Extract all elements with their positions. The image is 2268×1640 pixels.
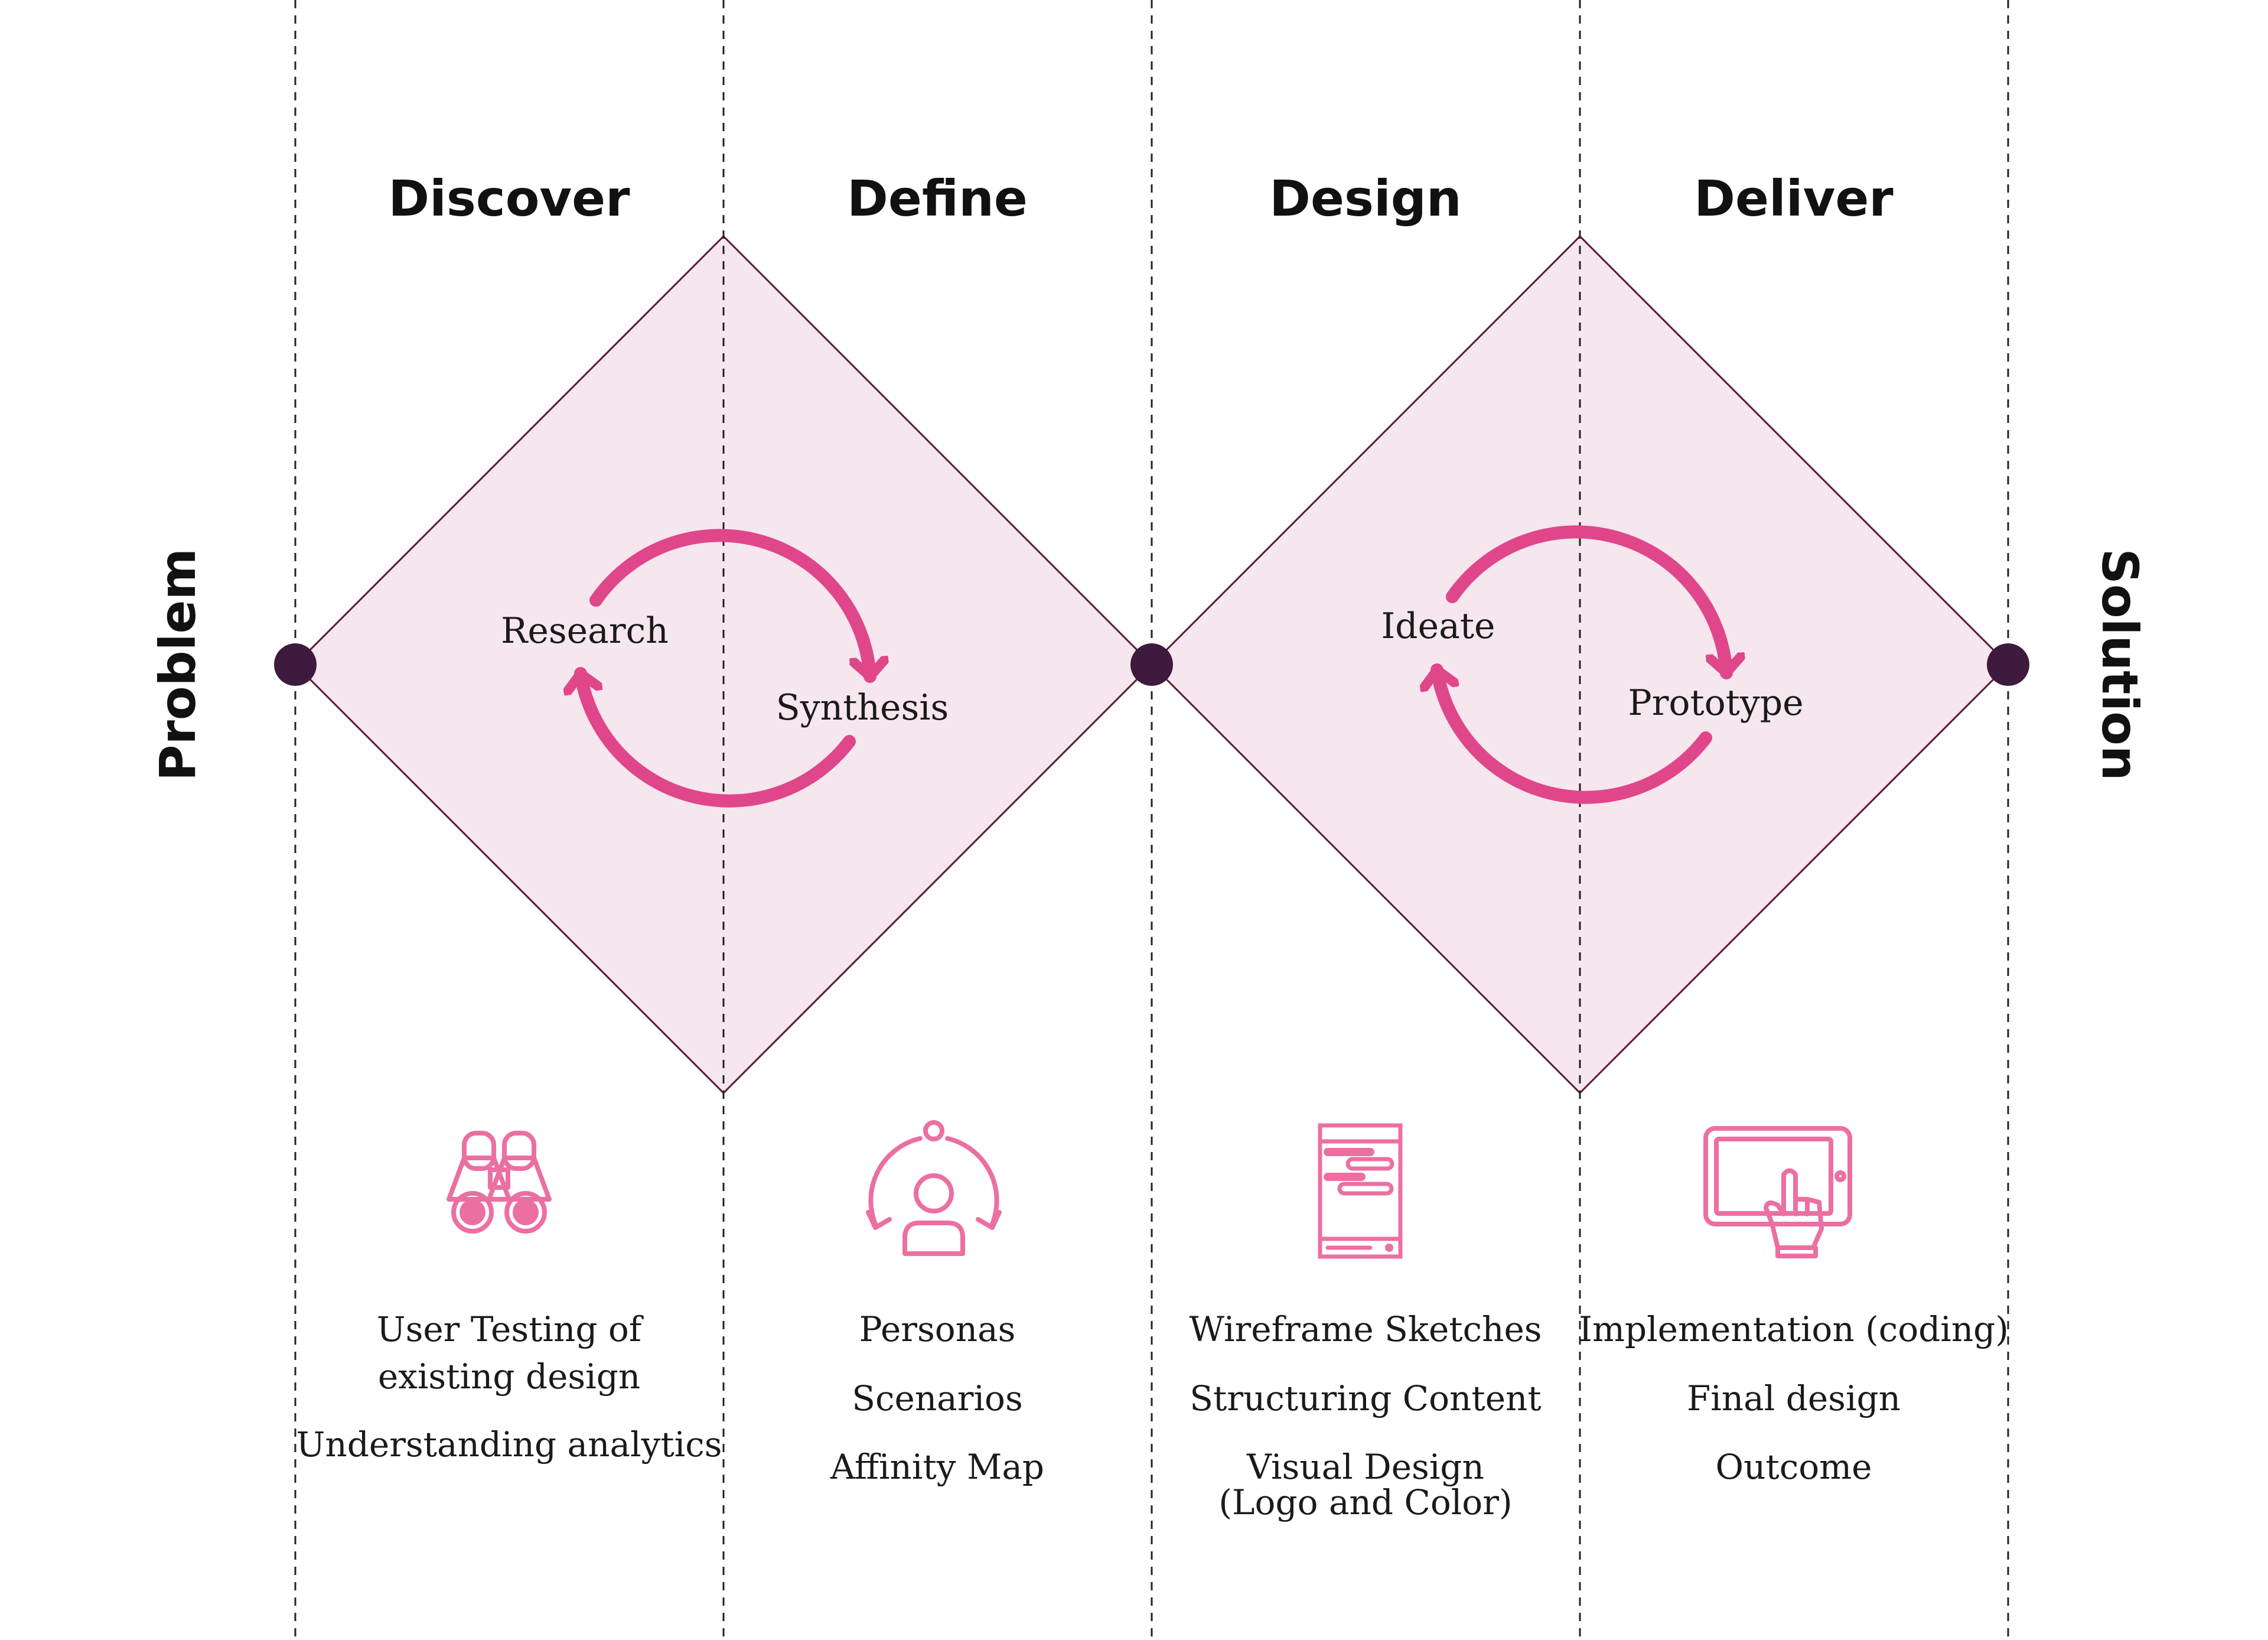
wireframe-icon [1318,1123,1403,1259]
persona-cycle-icon [866,1120,1002,1256]
activity-item: Scenarios [852,1378,1022,1418]
activity-item: Structuring Content [1190,1378,1541,1418]
activity-item: Affinity Map [830,1447,1044,1487]
loop-label-prototype: Prototype [1628,682,1803,724]
binoculars-icon [447,1131,552,1234]
phase-heading-define: Define [847,170,1028,227]
phase-heading-discover: Discover [388,170,630,227]
loop-label-research: Research [501,610,669,652]
activity-item: Implementation (coding) [1579,1309,2009,1349]
tablet-touch-icon [1703,1126,1852,1258]
activity-item: Final design [1687,1378,1901,1418]
loop-label-synthesis: Synthesis [776,687,949,728]
problem-label: Problem [149,548,207,781]
node-end [1987,643,2029,686]
activity-item: Understanding analytics [296,1424,722,1465]
loop-arrow-bottom [581,667,856,808]
activity-item: Wireframe Sketches [1189,1309,1542,1349]
activity-item: Personas [859,1309,1016,1349]
phase-dividers [294,0,2009,1640]
node-middle [1130,643,1173,686]
loop-arrow-top [1446,525,1726,679]
activity-item: (Logo and Color) [1218,1482,1512,1522]
activity-item: Outcome [1716,1447,1872,1487]
activity-item: Visual Design [1246,1447,1484,1487]
phase-heading-design: Design [1269,170,1461,227]
iteration-loop-discover-define [581,529,870,808]
activity-item: existing design [378,1356,640,1397]
activity-item: User Testing of [377,1309,644,1349]
solution-label: Solution [2091,548,2149,780]
loop-arrow-top [589,529,870,683]
node-start [274,643,317,686]
iteration-loop-design-deliver [1437,525,1726,804]
loop-label-ideate: Ideate [1381,606,1495,647]
loop-arrow-bottom [1437,663,1712,804]
phase-heading-deliver: Deliver [1694,170,1894,227]
